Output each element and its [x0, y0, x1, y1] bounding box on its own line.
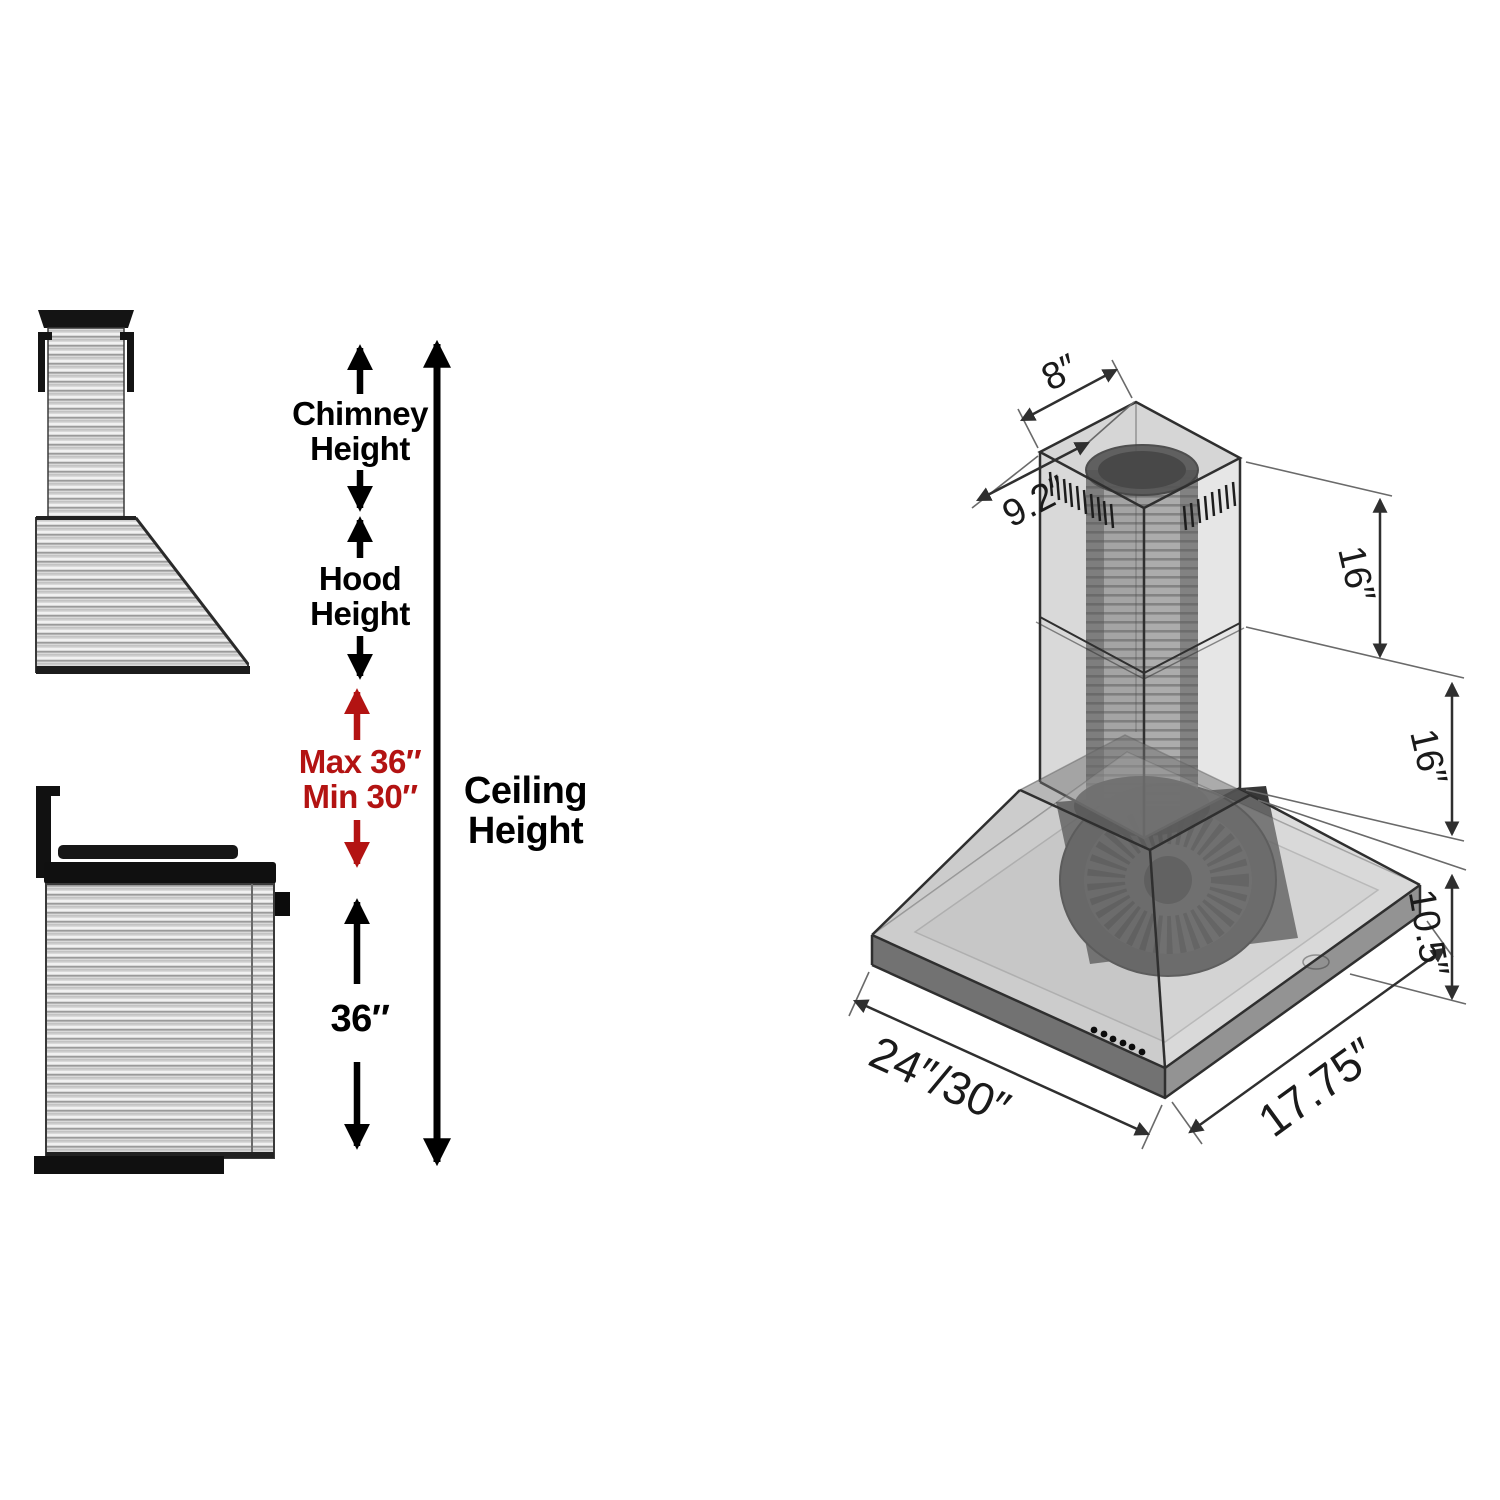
dim-9-2in-line: [976, 441, 1090, 502]
dim-8in-line: [1020, 368, 1118, 422]
dimension-lines: [848, 359, 1467, 1150]
mounting-range-label: Max 36″ Min 30″: [298, 743, 422, 815]
dim-depth-line: [1188, 947, 1446, 1134]
ceiling-height-label: Ceiling Height: [463, 770, 588, 852]
range-side-view: [34, 786, 290, 1174]
range-to-hood-36-label: 36″: [330, 998, 390, 1040]
hood-side-view: [35, 310, 250, 674]
hood-height-label: Hood Height: [310, 560, 410, 632]
chimney-height-label: Chimney Height: [292, 395, 428, 467]
isometric-hood: [870, 400, 1422, 1100]
dim-width-line: [852, 999, 1151, 1136]
dimension-arrows: [852, 368, 1460, 1136]
measurement-arrows: [344, 339, 451, 1167]
vent-slots-right: [1182, 481, 1237, 531]
